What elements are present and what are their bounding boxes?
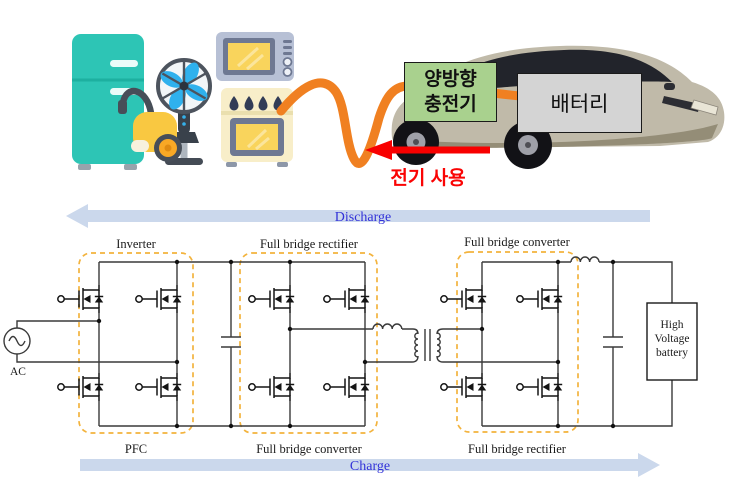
mosfet-s3 [57,372,104,402]
bidirectional-charger-circuit-diagram: Discharge Charge Inverter Full bridge re… [3,204,698,477]
discharge-arrow: Discharge [66,204,650,228]
vacuum-cleaner-icon [118,87,182,162]
ac-label: AC [10,366,26,378]
battery-label: 배터리 [550,93,609,116]
stage2-top-label: Full bridge rectifier [260,237,359,251]
microwave-icon [216,32,294,81]
circuit-wires [16,256,673,427]
junction-dots [96,259,616,429]
ac-source: AC [3,327,31,378]
mosfet-s1 [57,284,104,314]
stage3-dashed-box [456,251,579,433]
mosfet-s5 [248,284,295,314]
mosfet-s2 [135,284,182,314]
stage3-top-label: Full bridge converter [464,235,570,249]
hv-battery-line3: battery [656,347,688,359]
electric-fan-icon [156,58,212,165]
mosfet-switches [57,284,563,402]
stage2-dashed-box [239,252,378,434]
stage3-bottom-label: Full bridge rectifier [468,442,567,456]
mosfet-s11 [440,372,487,402]
stage2-bottom-label: Full bridge converter [256,442,362,456]
charger-label-line2: 충전기 [424,94,477,115]
mosfet-s4 [135,372,182,402]
stage1-bottom-label: PFC [125,442,147,456]
discharge-label: Discharge [335,210,392,225]
car-front-wheel [504,121,552,169]
charge-arrow: Charge [80,453,660,477]
hv-battery-block: High Voltage battery [646,302,698,381]
charger-label-line1: 양방향 [424,68,477,90]
car-rear-wheel [393,119,439,165]
mosfet-s9 [440,284,487,314]
ev-battery-label-box: 배터리 [517,73,642,133]
power-flow-arrow-icon [365,140,490,160]
hv-battery-line1: High [661,319,684,331]
bidirectional-charger-label-box: 양방향 충전기 [404,62,497,122]
gas-stove-icon [221,88,293,167]
power-use-label: 전기 사용 [390,168,466,189]
mosfet-s7 [248,372,295,402]
stage1-top-label: Inverter [116,237,156,251]
stage1-dashed-box [78,252,194,434]
charge-label: Charge [350,459,390,474]
mosfet-s6 [323,284,370,314]
mosfet-s8 [323,372,370,402]
mosfet-s10 [516,284,563,314]
hv-battery-line2: Voltage [655,333,690,345]
mosfet-s12 [516,372,563,402]
